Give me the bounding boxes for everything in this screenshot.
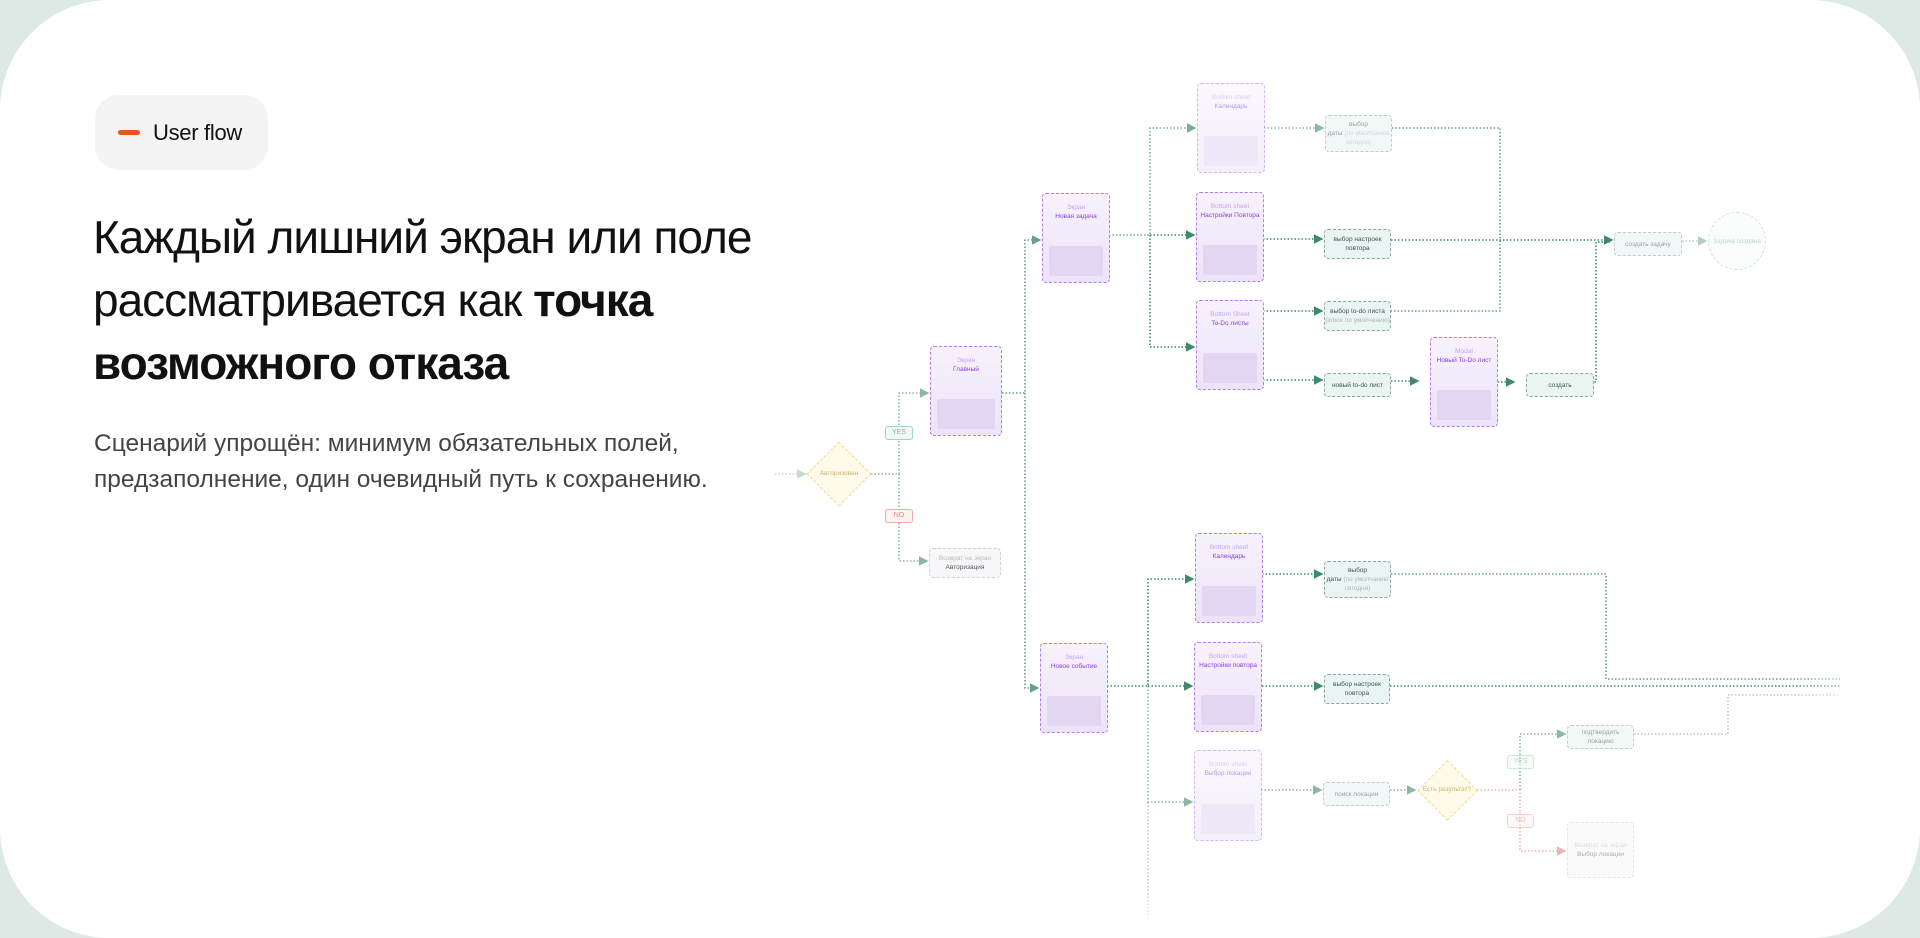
node-back-to-auth[interactable]: Возврат на экран Авторизация	[929, 548, 1001, 578]
dash-icon	[118, 130, 140, 135]
node-text: поиск локации	[1334, 790, 1379, 798]
subtitle-line-2: предзаполнение, один очевидный путь к со…	[94, 466, 708, 493]
node-title: To-Do листы	[1211, 320, 1249, 327]
node-title: Новый To-Do лист	[1436, 357, 1492, 364]
node-text: выбор	[1348, 121, 1369, 128]
node-kind: Возврат на экран	[1574, 842, 1627, 849]
node-event-date-pick[interactable]: выбор даты (по умолчанию сегодня)	[1324, 561, 1391, 598]
node-title: Новое событие	[1050, 663, 1098, 670]
fade-overlay-bottom	[0, 890, 1920, 938]
node-task-todo-pick[interactable]: выбор to-do листа (inbox по умолчанию)	[1324, 301, 1391, 331]
screen-placeholder	[1437, 390, 1491, 420]
node-text: даты	[1326, 576, 1342, 583]
node-text: создать	[1548, 381, 1572, 389]
node-title: Настройки повтора	[1199, 662, 1257, 669]
section-badge: User flow	[95, 95, 268, 170]
node-create-task[interactable]: создать задачу	[1614, 232, 1682, 256]
node-kind: Bottom sheet	[1209, 544, 1249, 551]
badge-label: User flow	[153, 119, 242, 145]
node-title: Выбор локации	[1204, 770, 1252, 777]
node-kind: Bottom sheet	[1208, 653, 1248, 660]
node-task-repeat-pick[interactable]: выбор настроек повтора	[1324, 229, 1391, 259]
node-title: Выбор локации	[1577, 851, 1624, 858]
node-kind: Экран	[956, 357, 976, 364]
title-bold-2: возможного отказа	[93, 337, 509, 389]
node-title: Календарь	[1214, 103, 1248, 110]
node-text: выбор	[1347, 567, 1368, 574]
screen-placeholder	[1204, 136, 1258, 166]
subtitle: Сценарий упрощён: минимум обязательных п…	[94, 426, 814, 498]
yes-tag: YES	[1507, 755, 1534, 769]
node-title: Настройки Повтора	[1200, 212, 1260, 219]
node-title: Календарь	[1212, 553, 1246, 560]
node-kind: Bottom sheet	[1211, 94, 1251, 101]
screen-placeholder	[1202, 586, 1256, 616]
no-tag: NO	[885, 509, 913, 523]
title-bold-1: точка	[533, 274, 653, 326]
node-note: (inbox по умолчанию)	[1325, 317, 1390, 324]
page-title: Каждый лишний экран или поле рассматрива…	[93, 206, 813, 395]
node-title: Главный	[953, 366, 979, 373]
screen-placeholder	[1201, 695, 1255, 725]
node-note: (по умолчанию сегодня)	[1344, 130, 1390, 146]
node-text: Задача создана	[1713, 237, 1761, 245]
node-text: создать задачу	[1625, 240, 1671, 248]
node-kind: Bottom sheet	[1208, 761, 1248, 768]
node-text: выбор to-do листа	[1330, 308, 1385, 315]
node-new-todo-list[interactable]: новый to-do лист	[1324, 373, 1391, 397]
node-event-repeat-pick[interactable]: выбор настроек повтора	[1324, 674, 1390, 704]
node-confirm-location[interactable]: подтвердить локацию	[1567, 725, 1634, 749]
node-note: (по умолчанию сегодня)	[1343, 576, 1389, 592]
node-text: выбор настроек повтора	[1332, 681, 1381, 697]
node-text: новый to-do лист	[1331, 381, 1384, 389]
decision-has-result-label: Есть результат?	[1422, 786, 1472, 793]
node-task-date-pick[interactable]: выбор даты (по умолчанию сегодня)	[1325, 115, 1392, 152]
title-line-2: рассматривается как	[93, 274, 534, 326]
node-text: выбор настроек повтора	[1333, 236, 1382, 252]
node-kind: Экран	[1064, 654, 1084, 661]
screen-placeholder	[1203, 245, 1257, 275]
node-create[interactable]: создать	[1526, 373, 1594, 397]
subtitle-line-1: Сценарий упрощён: минимум обязательных п…	[94, 430, 679, 457]
node-kind: Modal	[1455, 348, 1473, 355]
title-line-1: Каждый лишний экран или поле	[93, 211, 752, 263]
node-kind: Bottom Sheet	[1210, 311, 1250, 318]
screen-placeholder	[1203, 353, 1257, 383]
yes-tag: YES	[885, 426, 913, 440]
fade-overlay-right	[1790, 0, 1920, 938]
screen-placeholder	[937, 399, 995, 429]
screen-placeholder	[1201, 804, 1255, 834]
node-kind: Экран	[1066, 204, 1086, 211]
node-task-created: Задача создана	[1708, 212, 1766, 270]
node-text: даты	[1327, 130, 1343, 137]
screen-placeholder	[1047, 696, 1101, 726]
node-text: подтвердить локацию	[1581, 729, 1620, 745]
node-title: Новая задача	[1055, 213, 1097, 220]
node-location-search[interactable]: поиск локации	[1323, 782, 1390, 806]
screen-placeholder	[1049, 246, 1103, 276]
node-kind: Bottom sheet	[1210, 203, 1250, 210]
decision-authorized-label: Авторизован	[819, 470, 859, 477]
no-tag: NO	[1507, 814, 1534, 828]
node-title: Авторизация	[945, 564, 985, 571]
node-kind: Возврат на экран	[938, 555, 992, 562]
